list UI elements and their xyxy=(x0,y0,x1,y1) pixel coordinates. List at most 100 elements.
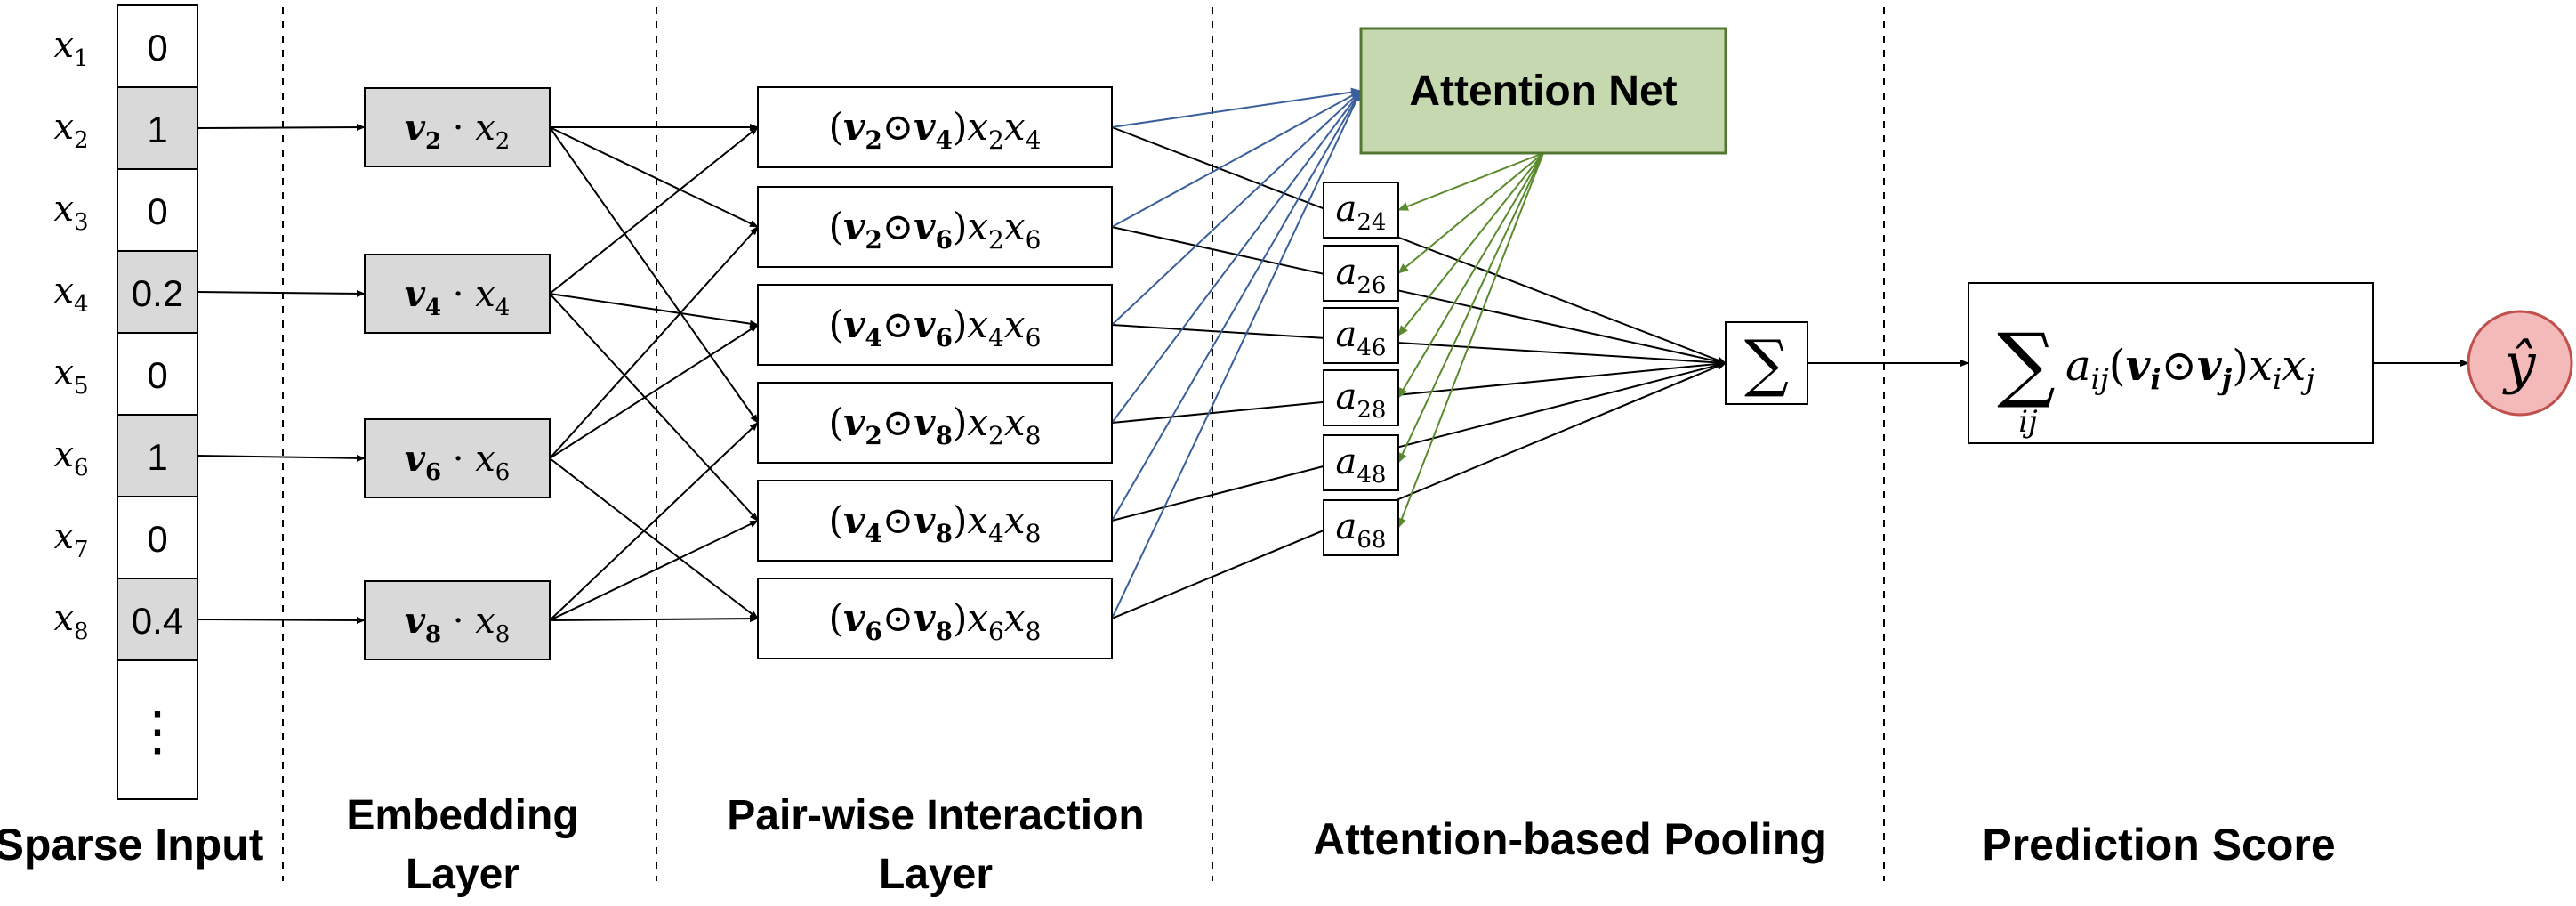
layer-separators xyxy=(282,7,1885,881)
black-edges xyxy=(197,124,2469,624)
formula-sum-symbol: ∑ xyxy=(1997,316,2056,411)
interaction-label-line1: Pair-wise Interaction xyxy=(727,792,1144,839)
edge xyxy=(549,324,759,459)
edge xyxy=(1111,361,1727,522)
interaction-node xyxy=(757,480,1113,562)
interaction-label-line2: Layer xyxy=(879,851,993,898)
edge xyxy=(549,422,759,621)
interaction-node-label: (v6⊙v8)x6x8 xyxy=(829,596,1042,646)
prediction-formula: ∑ ij aij(vi⊙vj)xixj xyxy=(1997,316,2314,440)
edge xyxy=(197,616,366,624)
attention-weight-node xyxy=(1323,182,1399,239)
edge xyxy=(1397,152,1544,399)
sparse-var-label: x6 xyxy=(53,434,88,481)
sparse-cell xyxy=(117,168,198,252)
embedding-node xyxy=(364,418,551,498)
sparse-cell-value: 0 xyxy=(147,518,167,560)
embedding-node-label: v6 · x6 xyxy=(405,438,511,486)
attention-weight-label: a26 xyxy=(1336,252,1387,299)
edge xyxy=(1397,152,1544,336)
sparse-cell-value: 0.4 xyxy=(132,600,183,642)
edge xyxy=(1397,152,1544,211)
sparse-cell-value: 0 xyxy=(147,190,167,232)
sparse-cell xyxy=(117,496,198,579)
sparse-var-label: x2 xyxy=(53,107,88,154)
formula-sum-index: ij xyxy=(2018,404,2038,440)
sparse-cell xyxy=(117,414,198,497)
edge xyxy=(1397,152,1544,529)
embedding-label-line2: Layer xyxy=(406,851,519,898)
attention-weight-node xyxy=(1323,434,1399,491)
sparse-cell xyxy=(117,332,198,416)
output-node xyxy=(2467,310,2573,417)
edge xyxy=(549,520,759,621)
edge xyxy=(549,126,759,228)
interaction-node-label: (v2⊙v6)x2x6 xyxy=(829,205,1042,255)
embedding-node xyxy=(364,580,551,660)
edge xyxy=(549,126,759,295)
sparse-cell-value: 0 xyxy=(147,354,167,396)
attention-pooling-label: Attention-based Pooling xyxy=(1313,814,1827,864)
attention-weight-label: a46 xyxy=(1336,314,1387,361)
sparse-cell xyxy=(117,4,198,88)
edge xyxy=(549,457,759,619)
sparse-var-label: x4 xyxy=(53,271,88,318)
attention-net-label: Attention Net xyxy=(1409,68,1677,115)
attention-weight-label: a48 xyxy=(1336,441,1387,489)
sparse-input-label: Sparse Input xyxy=(0,820,264,870)
formula-body: aij(vi⊙vj)xixj xyxy=(2065,341,2314,396)
interaction-node xyxy=(757,186,1113,268)
attention-weight-node xyxy=(1323,499,1399,556)
edge xyxy=(1111,126,1727,364)
edge xyxy=(549,126,759,424)
interaction-node-label: (v4⊙v8)x4x8 xyxy=(829,498,1042,548)
edge xyxy=(549,293,759,328)
embedding-label-line1: Embedding xyxy=(346,792,578,839)
sum-node-symbol: ∑ xyxy=(1744,327,1789,400)
attention-weight-node xyxy=(1323,369,1399,426)
blue-edges xyxy=(1111,87,1362,619)
green-edges xyxy=(1397,152,1544,529)
edge xyxy=(1111,324,1727,367)
embedding-node xyxy=(364,87,551,167)
interaction-node xyxy=(757,284,1113,366)
embedding-node-label: v2 · x2 xyxy=(405,107,511,155)
sum-node-box xyxy=(1725,321,1808,405)
edge xyxy=(549,226,759,459)
attention-weight-node xyxy=(1323,307,1399,364)
interaction-node xyxy=(757,86,1113,168)
sparse-cell-value: 0 xyxy=(147,27,167,69)
interaction-node-label: (v4⊙v6)x4x6 xyxy=(829,303,1042,352)
edge xyxy=(1111,90,1362,228)
sparse-cell-value: 1 xyxy=(147,436,167,478)
interaction-node-label: (v2⊙v4)x2x4 xyxy=(829,105,1042,155)
edge xyxy=(197,124,366,132)
edge xyxy=(1111,90,1362,326)
attention-weight-node xyxy=(1323,245,1399,302)
interaction-node xyxy=(757,382,1113,464)
interaction-node-label: (v2⊙v8)x2x8 xyxy=(829,400,1042,450)
edge xyxy=(1111,226,1727,365)
prediction-score-label: Prediction Score xyxy=(1982,820,2335,870)
output-symbol: ŷ xyxy=(2501,331,2536,396)
sparse-cell xyxy=(117,250,198,334)
sparse-cell xyxy=(117,86,198,170)
sparse-var-label: x3 xyxy=(53,189,88,236)
sparse-var-label: x8 xyxy=(53,598,88,645)
sparse-ellipsis-cell xyxy=(117,659,198,800)
edge xyxy=(197,454,366,462)
edge xyxy=(1111,90,1362,522)
interaction-node xyxy=(757,578,1113,659)
edge xyxy=(1111,87,1362,128)
attention-weight-label: a28 xyxy=(1336,376,1387,424)
edge xyxy=(549,615,759,623)
attention-net-box xyxy=(1359,27,1727,155)
interaction-column: (v2⊙v4)x2x4 (v2⊙v6)x2x6 (v4⊙v6)x4x6 (v2⊙v8)… xyxy=(757,86,1113,659)
edge xyxy=(1111,90,1362,619)
embedding-node-label: v8 · x8 xyxy=(405,600,511,648)
sparse-var-label: x7 xyxy=(53,516,88,563)
sparse-cell-value: 0.2 xyxy=(132,272,183,314)
